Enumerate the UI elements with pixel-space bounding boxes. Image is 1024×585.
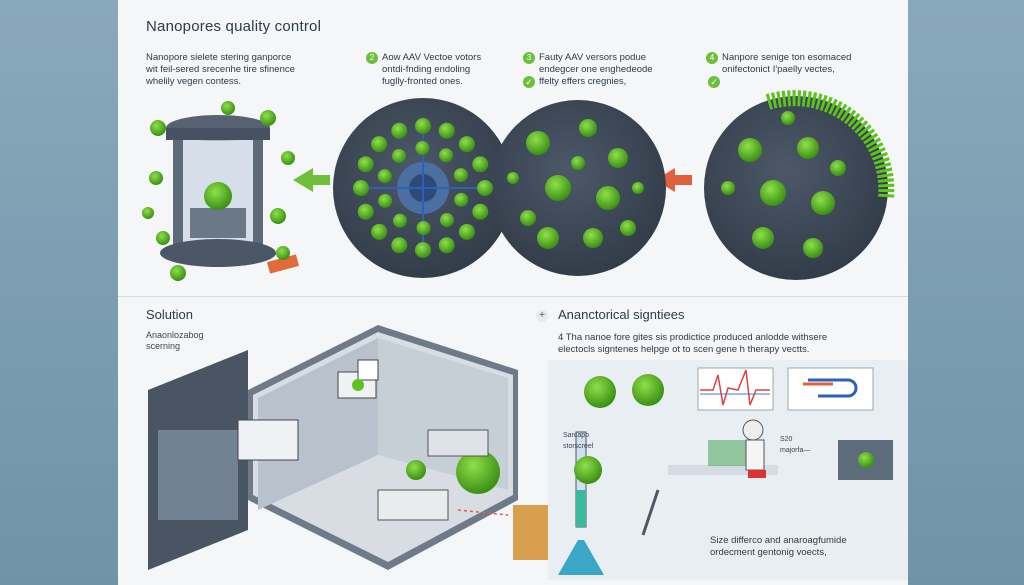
step-3-caption: 3 Fauty AAV versors podue endegcer one e… bbox=[523, 52, 693, 88]
virus-particle-icon bbox=[357, 156, 374, 173]
virus-particle-icon bbox=[276, 246, 290, 260]
virus-particle-icon bbox=[811, 191, 835, 215]
virus-particle-icon bbox=[270, 208, 286, 224]
step-4-caption: 4 Nanpore senige ton esomaced onifectoni… bbox=[706, 52, 886, 76]
virus-particle-icon bbox=[620, 220, 636, 236]
analysis-illustration bbox=[548, 360, 908, 580]
virus-particle-icon bbox=[439, 148, 454, 163]
virus-particle-icon bbox=[415, 242, 431, 258]
step-1-caption: Nanopore sielete stering ganporce wit fe… bbox=[146, 52, 295, 87]
right-background-strip bbox=[908, 0, 1024, 585]
virus-particle-icon bbox=[830, 160, 846, 176]
scientist-icon bbox=[742, 419, 764, 441]
virus-particle-icon bbox=[721, 181, 735, 195]
virus-sample-icon-2 bbox=[632, 374, 664, 406]
step-2-number-badge: 2 bbox=[366, 52, 378, 64]
top-illustration bbox=[142, 90, 895, 281]
virus-particle-icon bbox=[392, 148, 407, 163]
virus-particle-icon bbox=[438, 237, 455, 254]
lab-room-illustration bbox=[148, 325, 548, 570]
green-arrow-icon bbox=[293, 168, 330, 192]
vector-diagram-icon bbox=[787, 367, 874, 411]
bench-icon bbox=[377, 489, 449, 521]
virus-particle-icon bbox=[458, 223, 475, 240]
virus-particle-icon bbox=[378, 193, 393, 208]
left-background-strip bbox=[0, 0, 118, 585]
flask-icon bbox=[558, 540, 604, 575]
virus-particle-icon bbox=[781, 111, 795, 125]
virus-particle-icon bbox=[415, 141, 430, 156]
virus-particle-icon bbox=[260, 110, 276, 126]
infographic-panel: Nanopores quality control Nanopore siele… bbox=[118, 0, 908, 585]
page-title: Nanopores quality control bbox=[146, 18, 322, 35]
virus-particle-icon bbox=[571, 156, 585, 170]
check-icon-2: ✓ bbox=[523, 76, 535, 88]
step-2-caption: 2 Aow AAV Vectoe votors ontdi-fnding end… bbox=[366, 52, 516, 88]
desk-icon bbox=[668, 465, 778, 475]
virus-particle-icon bbox=[439, 213, 454, 228]
virus-particle-icon bbox=[472, 203, 489, 220]
virus-particle-icon bbox=[797, 137, 819, 159]
virus-particle-icon bbox=[281, 151, 295, 165]
virus-particle-icon bbox=[526, 131, 550, 155]
virus-particle-icon bbox=[357, 203, 374, 220]
virus-particle-icon bbox=[221, 101, 235, 115]
virus-particle-icon bbox=[392, 213, 407, 228]
step-4-number-badge: 4 bbox=[706, 52, 718, 64]
virus-particle-icon bbox=[632, 182, 644, 194]
monitor-icon-2 bbox=[237, 419, 299, 461]
virus-particle-icon bbox=[149, 171, 163, 185]
virus-particle-icon bbox=[150, 120, 166, 136]
virus-particle-icon bbox=[454, 192, 469, 207]
virus-particle-icon bbox=[170, 265, 186, 281]
virus-particle-icon bbox=[477, 180, 493, 196]
virus-particle-icon bbox=[752, 227, 774, 249]
virus-particle-icon bbox=[472, 156, 489, 173]
virus-particle-icon bbox=[608, 148, 628, 168]
virus-particle-icon bbox=[156, 231, 170, 245]
virus-particle-icon bbox=[507, 172, 519, 184]
analysis-title: Ananctorical signtiees bbox=[558, 307, 685, 322]
tray-icon bbox=[513, 505, 548, 560]
virus-particle-icon bbox=[353, 180, 369, 196]
section-divider bbox=[118, 296, 908, 297]
virus-particle-icon bbox=[453, 168, 468, 183]
solution-title: Solution bbox=[146, 307, 193, 322]
virus-particle-icon bbox=[760, 180, 786, 206]
virus-particle-icon bbox=[803, 238, 823, 258]
virus-particle-icon bbox=[371, 136, 388, 153]
virus-particle-icon bbox=[520, 210, 536, 226]
virus-particle-icon bbox=[391, 122, 408, 139]
nanopore-device-icon bbox=[160, 115, 300, 274]
solution-subtitle: Anaonlozabog scerning bbox=[146, 330, 204, 351]
virus-particle-icon bbox=[583, 228, 603, 248]
virus-particle-icon bbox=[738, 138, 762, 162]
pore-hub-icon bbox=[363, 128, 483, 248]
small-label-1: Sarcapo storscreel bbox=[563, 432, 594, 450]
small-label-2: S20 majorfa— bbox=[780, 436, 811, 454]
step-3-number-badge: 3 bbox=[523, 52, 535, 64]
virus-large-icon bbox=[456, 450, 500, 494]
virus-particle-icon bbox=[596, 186, 620, 210]
virus-particle-icon bbox=[377, 169, 392, 184]
virus-particle-icon bbox=[537, 227, 559, 249]
virus-particle-icon bbox=[391, 237, 408, 254]
analysis-footer: Size differco and anaroagfumide ordecmen… bbox=[710, 535, 847, 558]
virus-particle-icon bbox=[415, 118, 431, 134]
plus-icon: + bbox=[536, 310, 548, 322]
virus-particle-icon bbox=[579, 119, 597, 137]
red-arrow-icon bbox=[655, 168, 692, 192]
virus-particle-icon bbox=[416, 220, 431, 235]
check-icon: ✓ bbox=[708, 76, 720, 88]
virus-particle-icon bbox=[438, 122, 455, 139]
analysis-caption: 4 Tha nanoe fore gites sis prodictice pr… bbox=[558, 332, 828, 355]
virus-particle-icon bbox=[458, 136, 475, 153]
virus-particle-icon bbox=[545, 175, 571, 201]
virus-particle-icon bbox=[142, 207, 154, 219]
virus-particle-icon bbox=[371, 223, 388, 240]
virus-sample-icon bbox=[584, 376, 616, 408]
